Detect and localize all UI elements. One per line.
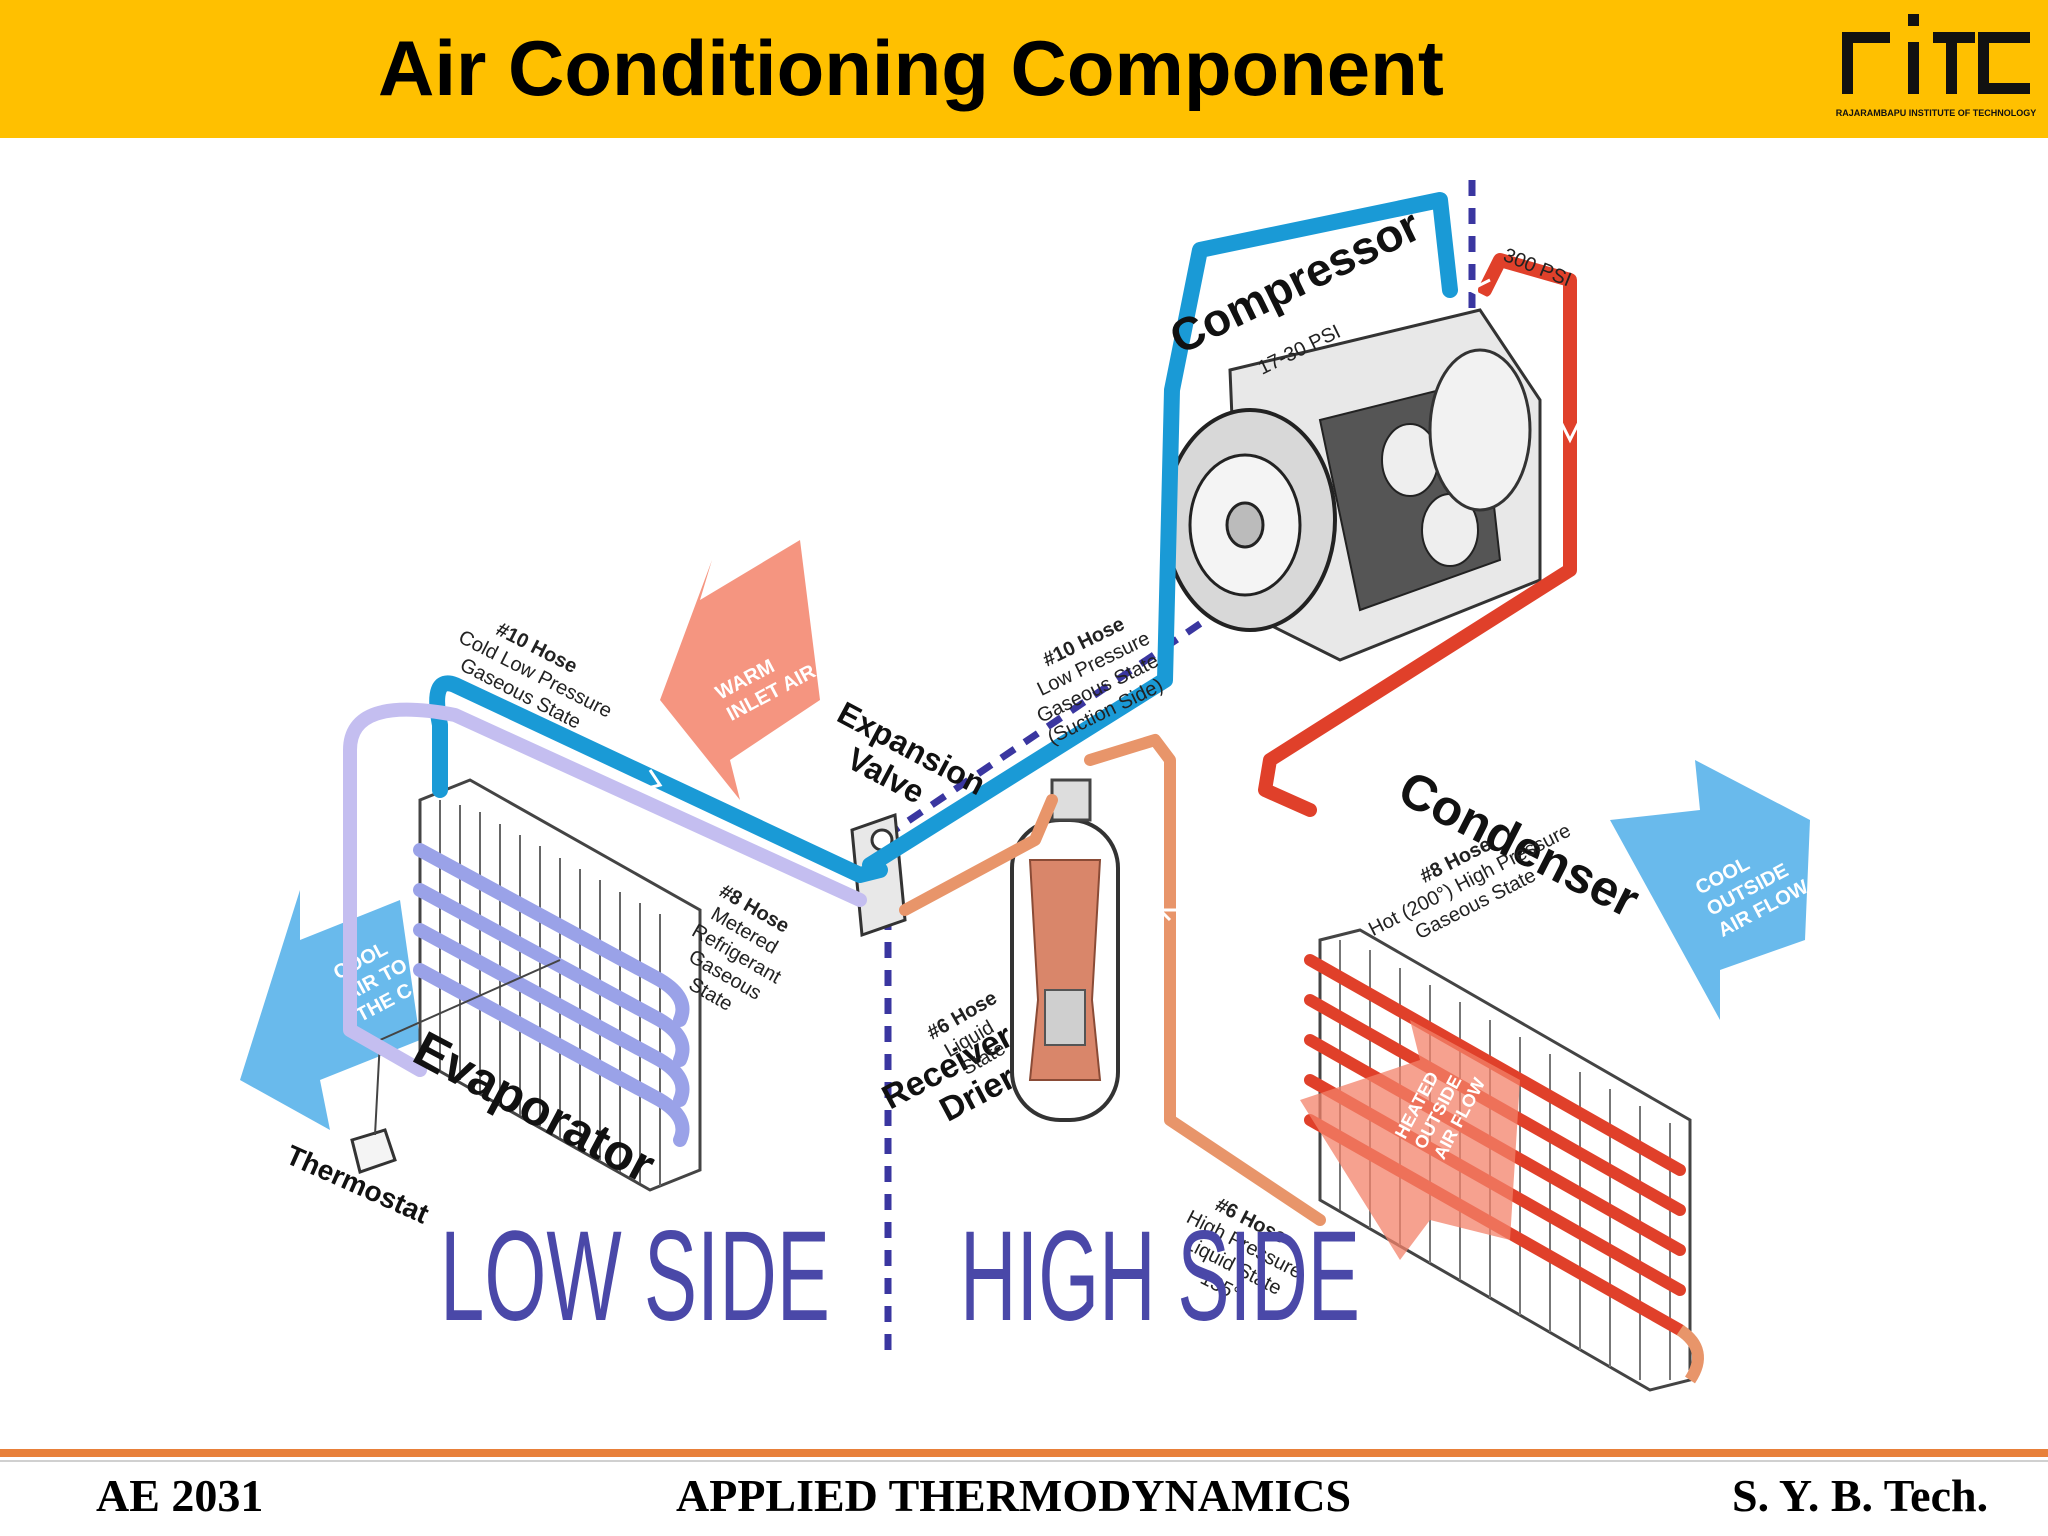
liquid-line-short (899, 794, 1058, 916)
high-side-label: HIGH SIDE (960, 1205, 1360, 1348)
flow-arrow (1466, 278, 1491, 302)
cool-air-to-cab-arrow: COOL AIR TO THE CAB (240, 890, 441, 1130)
class-year: S. Y. B. Tech. (1732, 1470, 1989, 1521)
cool-outside-air-arrow: COOL OUTSIDE AIR FLOW (1610, 760, 1812, 1020)
course-code: AE 2031 (96, 1470, 264, 1521)
title-bar (0, 0, 2048, 138)
receiver-drier (1010, 778, 1120, 1122)
logo-caption: RAJARAMBAPU INSTITUTE OF TECHNOLOGY (1836, 108, 2036, 118)
metered-line (343, 702, 867, 1077)
liquid-line-long (1084, 734, 1326, 1226)
slide-title: Air Conditioning Component (378, 24, 1444, 112)
high-pressure-reading: 300 PSI (1500, 244, 1574, 291)
footer-rule (0, 1449, 2048, 1457)
warm-inlet-air-arrow: WARM INLET AIR (660, 540, 820, 800)
discharge-line (1258, 253, 1577, 817)
compressor (1163, 308, 1542, 662)
ac-system-diagram: WARM INLET AIR COOL AIR TO THE CAB COOL … (240, 180, 1812, 1392)
evaporator-outlet-line (429, 675, 888, 883)
heated-outside-air-arrow: HEATED OUTSIDE AIR FLOW (1300, 1020, 1520, 1260)
footer-rule-shadow (0, 1460, 2048, 1462)
flow-arrow (1156, 908, 1180, 922)
flow-arrow (639, 769, 663, 792)
rit-logo: RAJARAMBAPU INSTITUTE OF TECHNOLOGY (1836, 14, 2036, 118)
suction-line (862, 192, 1458, 873)
low-side-label: LOW SIDE (440, 1205, 830, 1348)
course-title: APPLIED THERMODYNAMICS (676, 1470, 1352, 1521)
flow-arrow (1558, 419, 1582, 444)
evaporator (413, 778, 702, 1192)
hose-label-suction: #10 Hose Low Pressure Gaseous State (Suc… (1013, 603, 1180, 749)
flow-arrow (1238, 783, 1257, 802)
expansion-valve-label: Expansion Valve (815, 694, 1000, 838)
